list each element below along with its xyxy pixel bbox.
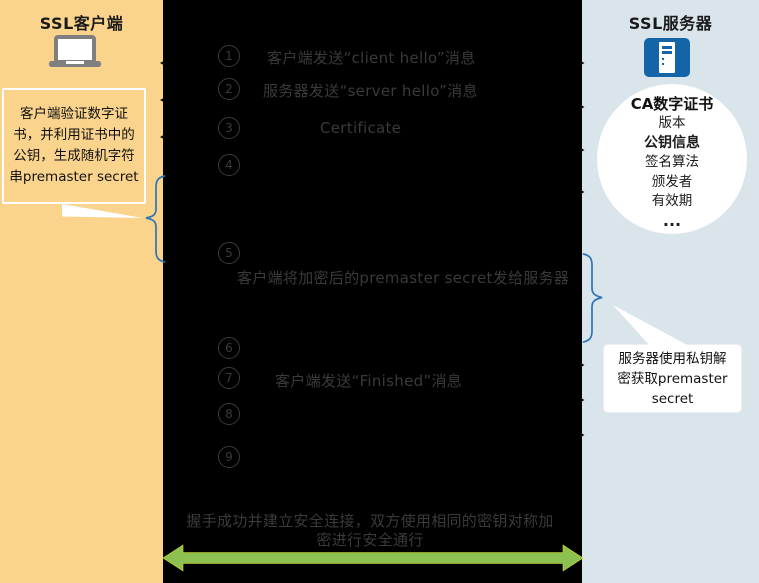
certificate-field-sigalg: 签名算法 [645, 154, 699, 170]
step-circle-5: 5 [218, 242, 240, 264]
server-panel-title: SSL服务器 [628, 14, 713, 33]
certificate-field-pubkey: 公钥信息 [644, 134, 700, 151]
server-tower-glyph [659, 42, 675, 73]
certificate-title: CA数字证书 [630, 95, 714, 113]
step-circle-7: 7 [218, 367, 240, 389]
step-circle-3: 3 [218, 117, 240, 139]
server-note-bubble: 服务器使用私钥解 密获取premaster secret [604, 345, 741, 412]
certificate-field-validity: 有效期 [651, 193, 693, 209]
step-label-1: 客户端发送“client hello”消息 [267, 49, 476, 67]
step-circle-4: 4 [218, 154, 240, 176]
step-circle-6: 6 [218, 337, 240, 359]
client-note-bubble: 客户端验证数字证 书，并利用证书中的 公钥，生成随机字符 串premaster … [2, 88, 146, 204]
server-note-text: 服务器使用私钥解 密获取premaster secret [617, 350, 728, 407]
server-icon [644, 38, 690, 77]
step-label-5: 客户端将加密后的premaster secret发给服务器 [237, 269, 570, 287]
step-circle-9: 9 [218, 446, 240, 468]
certificate-field-version: 版本 [658, 115, 686, 131]
step-circle-1: 1 [218, 45, 240, 67]
client-panel: SSL客户端 客户端验证数字证 书，并利用证书中的 公钥，生成随机字符 串pre… [0, 0, 163, 583]
certificate-field-issuer: 颁发者 [651, 173, 693, 190]
certificate-field-ellipsis: ... [662, 210, 682, 230]
step-label-7: 客户端发送“Finished”消息 [275, 372, 463, 390]
client-note-text: 客户端验证数字证 书，并利用证书中的 公钥，生成随机字符 串premaster … [9, 106, 139, 185]
step-circle-8: 8 [218, 403, 240, 425]
certificate-circle: CA数字证书 版本 公钥信息 签名算法 颁发者 有效期 ... [597, 84, 747, 234]
step-label-3: Certificate [320, 119, 402, 137]
secure-channel-caption: 握手成功并建立安全连接，双方使用相同的密钥对称加 密进行安全通行 [186, 512, 554, 549]
step-label-2: 服务器发送“server hello”消息 [263, 82, 478, 100]
client-panel-title: SSL客户端 [39, 14, 124, 33]
step-circle-2: 2 [218, 78, 240, 100]
